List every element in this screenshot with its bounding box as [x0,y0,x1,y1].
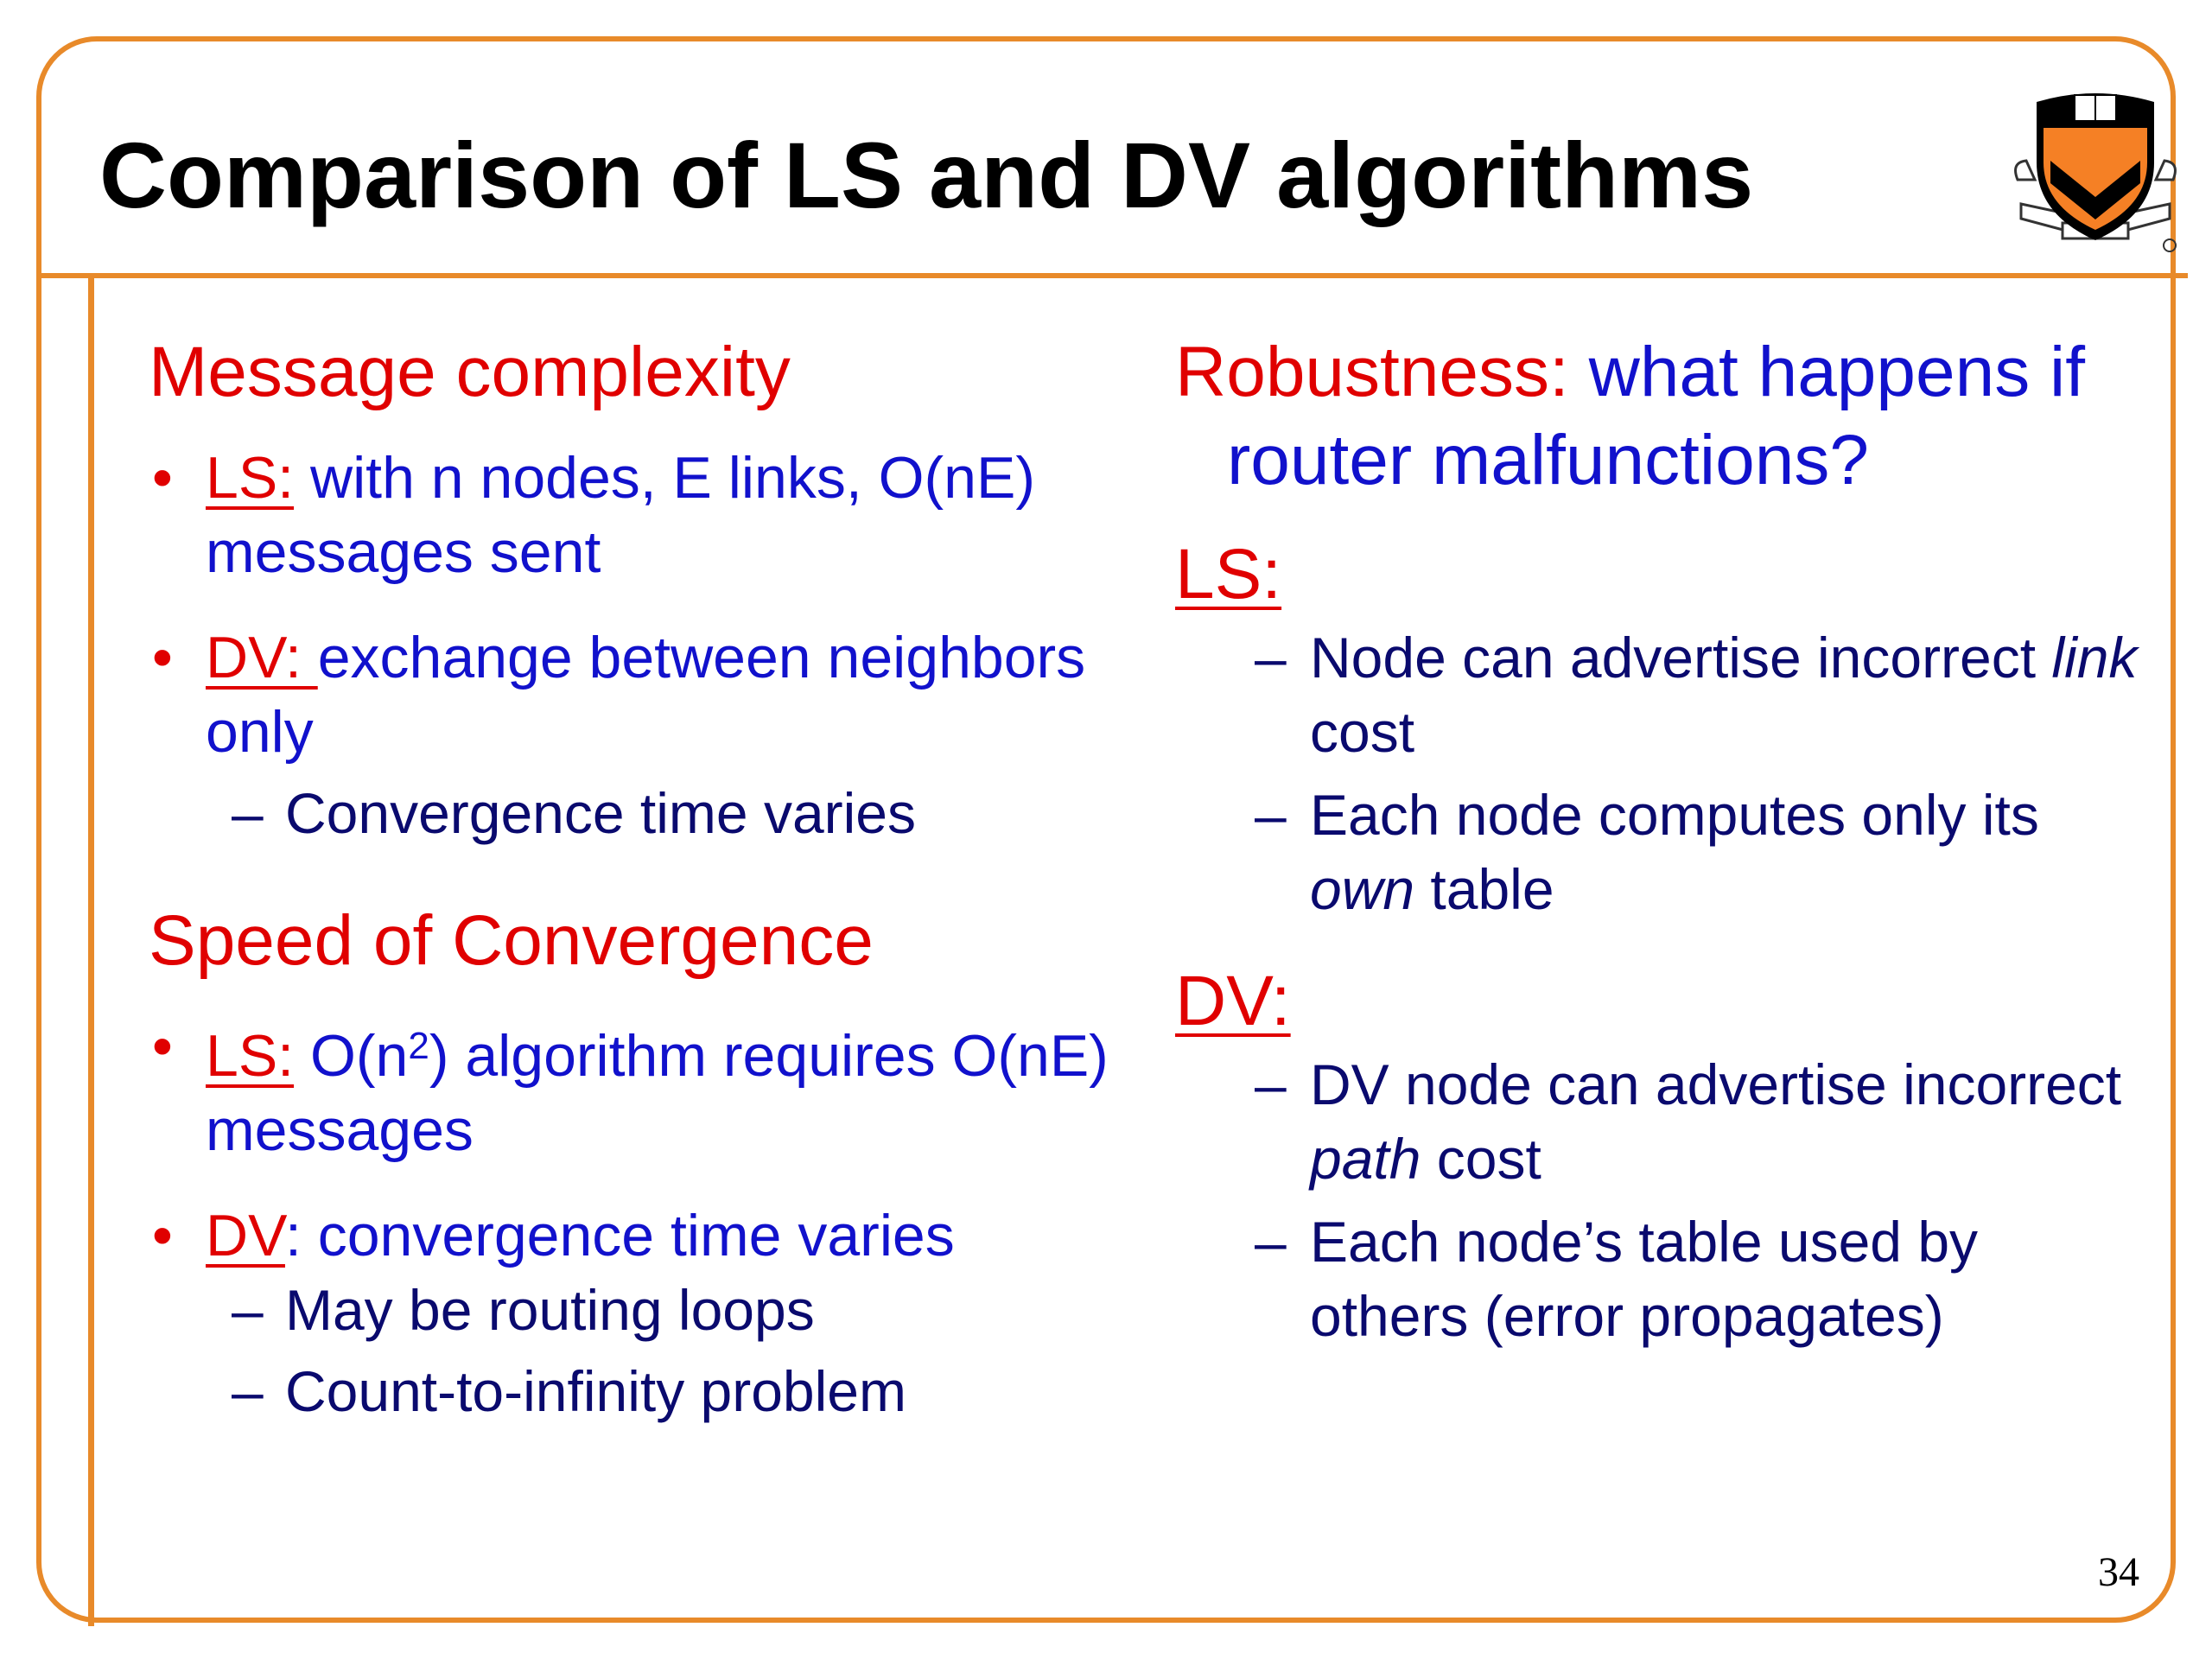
speed-heading: Speed of Convergence [149,901,874,980]
emphasis: path [1310,1127,1421,1191]
superscript: 2 [408,1025,429,1067]
right-column: Robustness: what happens if router malfu… [1175,328,2152,1353]
list-item: • DV: convergence time varies [149,1198,1168,1273]
sub-item-text: cost [1421,1127,1541,1191]
item-text: exchange between neighbors only [206,625,1086,765]
page-number: 34 [2098,1549,2139,1595]
item-label: LS: [206,445,295,511]
robustness-heading: Robustness: what happens if router malfu… [1175,328,2152,505]
slide-title: Comparison of LS and DV algorithms [99,123,1754,227]
dash-icon: – [1255,626,1287,690]
sub-item-text: Convergence time varies [285,781,916,845]
list-item: • LS: with n nodes, E links, O(nE) messa… [149,441,1168,589]
sub-item: – Node can advertise incorrect link cost [1175,620,2152,769]
item-label: DV [206,1203,285,1268]
bullet-icon: • [152,445,173,511]
sub-item-text: Count-to-infinity problem [285,1359,906,1423]
dash-icon: – [232,1359,264,1423]
dash-icon: – [1255,783,1287,847]
sub-item: – DV node can advertise incorrect path c… [1175,1047,2152,1196]
sub-item-text: DV node can advertise incorrect [1310,1052,2122,1116]
sub-item-text: Node can advertise incorrect [1310,626,2052,690]
item-text: O(n [294,1023,409,1089]
robustness-question: what happens if router malfunctions? [1227,333,2085,499]
sub-item-text: cost [1310,700,1415,764]
dash-icon: – [1255,1210,1287,1274]
bullet-icon: • [152,625,173,690]
item-text: ) algorithm requires O(nE) messages [206,1023,1109,1163]
slide-frame [36,36,2176,1623]
left-column: Message complexity • LS: with n nodes, E… [149,328,1168,1428]
emphasis: own [1310,857,1415,921]
dash-icon: – [1255,1052,1287,1116]
item-text: with n nodes, E links, O(nE) messages se… [206,445,1035,585]
bullet-icon: • [152,1014,173,1079]
sub-item-text: Each node computes only its [1310,783,2039,847]
ls-label-text: LS: [1175,535,1282,613]
list-item: • LS: O(n2) algorithm requires O(nE) mes… [149,1009,1168,1167]
left-rule [88,273,94,1626]
ls-label: LS: [1175,531,2152,619]
robustness-label: Robustness: [1175,333,1569,411]
sub-item: – Convergence time varies [149,776,1168,850]
sub-item: – May be routing loops [149,1273,1168,1347]
sub-item: – Count-to-infinity problem [149,1354,1168,1428]
item-label: DV: [206,625,318,690]
title-divider [40,273,2188,278]
sub-item: – Each node computes only its own table [1175,778,2152,926]
sub-item-text: May be routing loops [285,1278,815,1342]
message-complexity-heading: Message complexity [149,333,791,411]
dash-icon: – [232,781,264,845]
item-text: : convergence time varies [284,1203,955,1268]
emphasis: link [2051,626,2138,690]
sub-item-text: Each node’s table used by others (error … [1310,1210,1979,1348]
item-label: LS: [206,1023,295,1089]
dv-label: DV: [1175,957,2152,1046]
sub-item: – Each node’s table used by others (erro… [1175,1205,2152,1353]
list-item: • DV: exchange between neighbors only [149,620,1168,769]
princeton-shield-icon [2009,76,2182,257]
dash-icon: – [232,1278,264,1342]
dv-label-text: DV: [1175,962,1291,1040]
sub-item-text: table [1414,857,1554,921]
bullet-icon: • [152,1203,173,1268]
